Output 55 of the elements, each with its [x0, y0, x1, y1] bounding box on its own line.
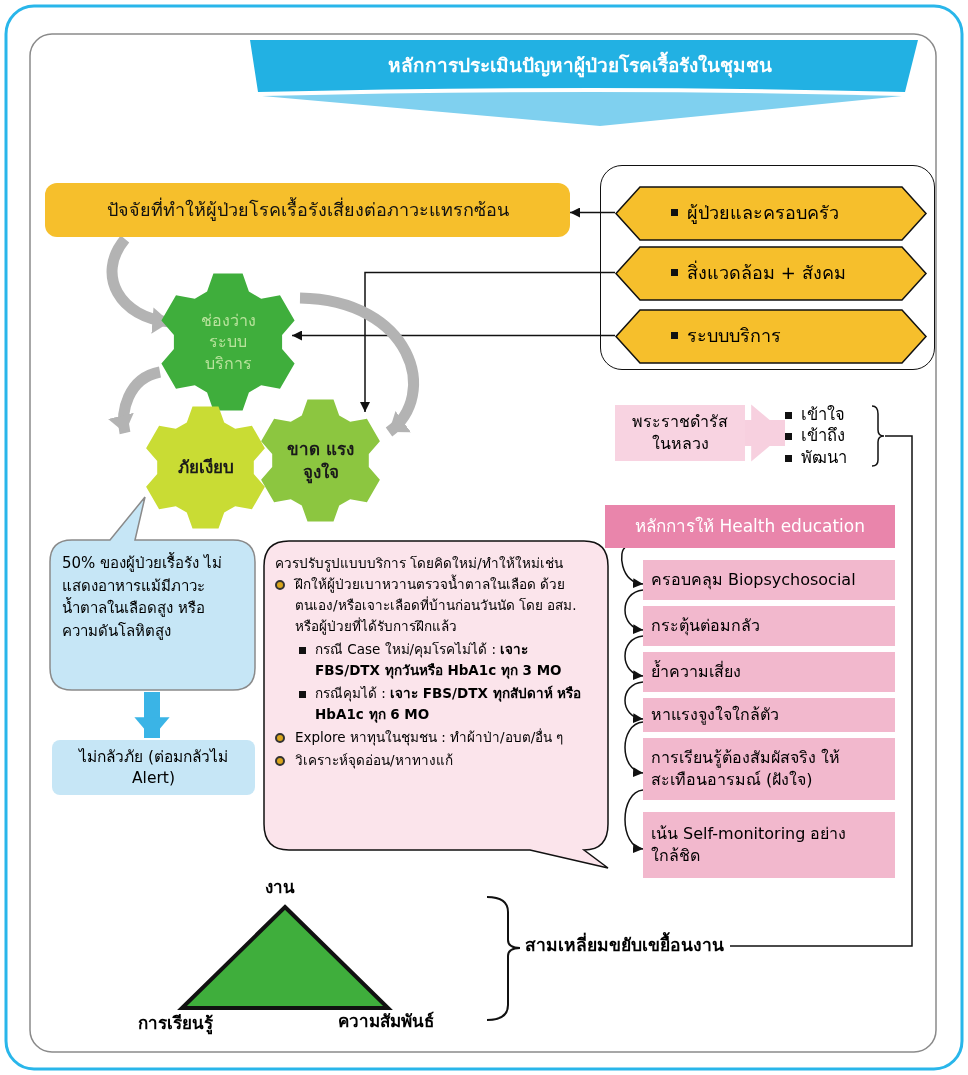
arrow	[624, 635, 644, 679]
arrow	[624, 721, 644, 776]
arrow	[569, 207, 616, 218]
gear-label: ขาด แรงจูงใจ	[286, 437, 355, 484]
step-box	[643, 606, 895, 646]
arrow	[624, 589, 644, 633]
list-item: กรณีคุมได้ : เจาะ FBS/DTX ทุกสัปดาห์ หรือ HbA1c ทุก 6 MO	[315, 683, 583, 725]
arrow	[291, 330, 616, 341]
step-box	[643, 560, 895, 600]
arrow	[134, 692, 170, 738]
vertex-label: ความสัมพันธ์	[338, 1010, 434, 1033]
box-label: กระตุ้นต่อมกลัว	[651, 615, 761, 637]
bubble-text: 50% ของผู้ป่วยเรื้อรัง ไม่แสดงอาหารแม้มีภาวะ น้ำตาลในเลือดสูง หรือ ความดันโลหิตสูง	[62, 552, 223, 642]
list-item: ระบบบริการ	[687, 324, 781, 349]
result-box	[52, 740, 255, 795]
header-label: หลักการให้ Health education	[635, 515, 865, 538]
header-box	[605, 505, 895, 548]
arrow	[624, 681, 644, 722]
box-label: การเรียนรู้ต้องสัมผัสจริง ให้สะเทือนอารมณ์ (ฝังใจ)	[651, 747, 842, 791]
box-label: ไม่กลัวภัย (ต่อมกลัวไม่ Alert)	[77, 746, 229, 789]
box-label: หาแรงจูงใจใกล้ตัว	[651, 704, 780, 726]
box-label: ย้ำความเสี่ยง	[651, 661, 742, 683]
list-item: ผู้ป่วยและครอบครัว	[687, 201, 839, 226]
list-item: เข้าใจ	[801, 403, 845, 426]
vertex-label: การเรียนรู้	[138, 1012, 213, 1036]
list-item: เข้าถึง	[801, 425, 845, 447]
list-item: พัฒนา	[801, 446, 847, 469]
arrow	[745, 404, 785, 462]
list-item: สิ่งแวดล้อม + สังคม	[687, 261, 846, 286]
list-item: กรณี Case ใหม่/คุมโรคไม่ได้ : เจาะ FBS/DTX ทุกวันหรือ HbA1c ทุก 3 MO	[315, 640, 563, 681]
gear-label: ช่องว่าง ระบบ บริการ	[199, 309, 257, 375]
arrow	[299, 292, 419, 437]
step-box	[643, 652, 895, 692]
factor-box	[45, 183, 570, 237]
connector-line	[729, 435, 913, 947]
bubble-heading: ควรปรับรูปแบบบริการ โดยคิดใหม่/ทำให้ใหม่เช่น	[275, 554, 564, 573]
list-item: ฝึกให้ผู้ป่วยเบาหวานตรวจน้ำตาลในเลือด ด้วยตนเอง/หรือเจาะเลือดที่บ้านก่อนวันนัด โดย อสม. หรือผู้ป่วยที่ได้รับการฝึกแล้ว	[295, 574, 578, 637]
box-label: ปัจจัยที่ทำให้ผู้ป่วยโรคเรื้อรังเสี่ยงต่อภาวะแทรกซ้อน	[106, 197, 509, 223]
box-label: ครอบคลุม Biopsychosocial	[651, 569, 857, 591]
step-box	[643, 738, 895, 800]
box-label: พระราชดำรัส ในหลวง	[631, 411, 729, 455]
step-box	[643, 698, 895, 732]
list-item: Explore หาทุนในชุมชน : ทำผ้าป่า/อบต/อื่น ๆ	[295, 727, 564, 748]
group-frame	[600, 165, 935, 370]
gear-label: ภัยเงียบ	[176, 456, 235, 479]
list-item: วิเคราะห์จุดอ่อน/หาทางแก้	[295, 750, 453, 771]
quote-box	[615, 405, 745, 461]
arrow	[360, 271, 616, 413]
box-label: เน้น Self-monitoring อย่างใกล้ชิด	[651, 823, 848, 867]
summary-label: สามเหลี่ยมขยับเขยื้อนงาน	[525, 934, 724, 958]
arrow	[620, 547, 644, 587]
arrow	[624, 789, 644, 852]
step-box	[643, 812, 895, 878]
vertex-label: งาน	[265, 876, 295, 899]
title: หลักการประเมินปัญหาผู้ป่วยโรคเรื้อรังในชุมชน	[250, 50, 910, 80]
